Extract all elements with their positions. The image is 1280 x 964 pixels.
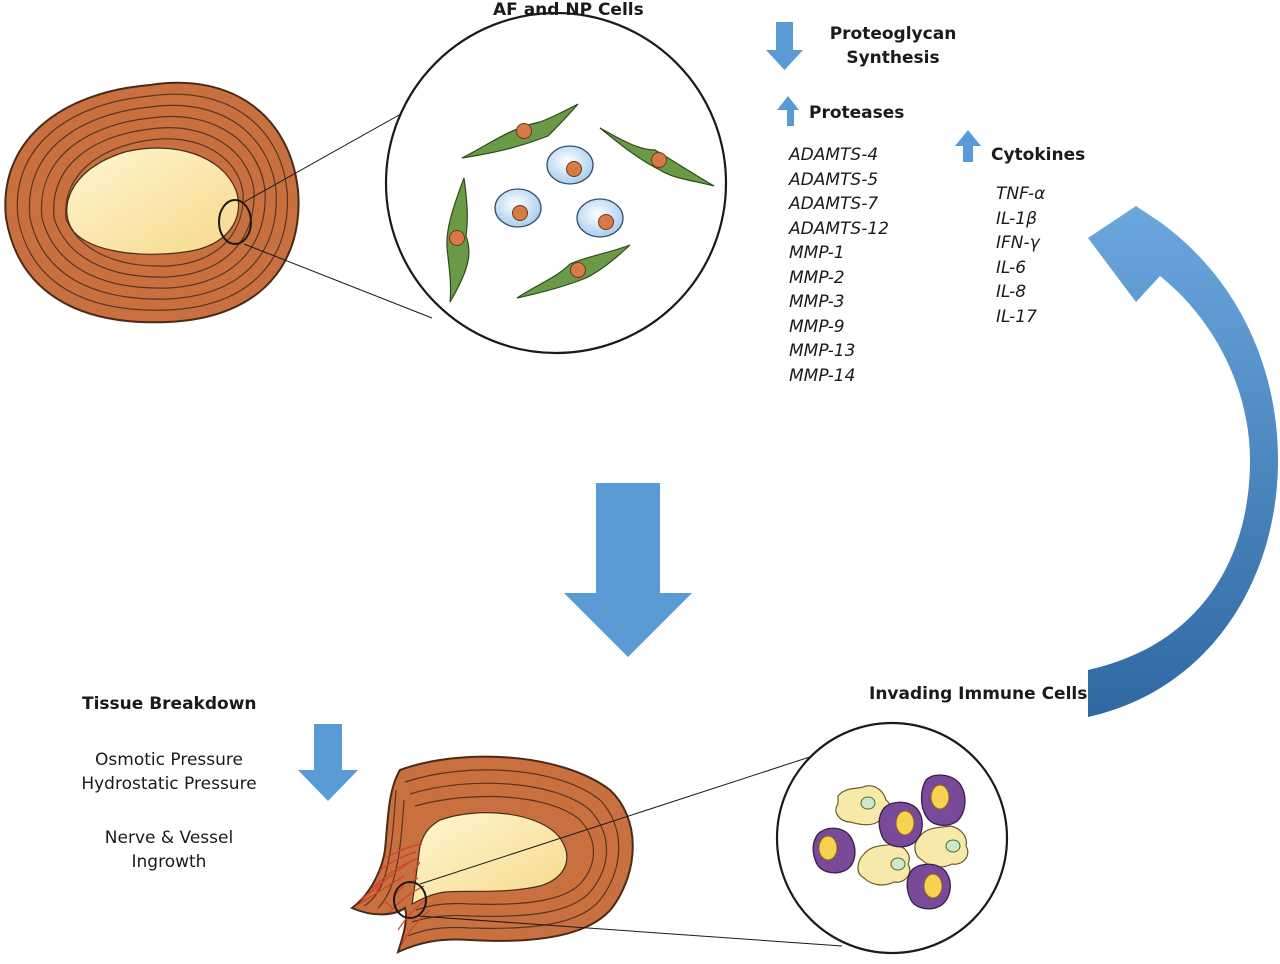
cytokines-list: TNF-α IL-1β IFN-γ IL-6 IL-8 IL-17 <box>996 182 1045 329</box>
degenerated-nucleus <box>411 812 568 906</box>
np-cell <box>576 198 624 238</box>
down-arrow-icon <box>298 724 358 801</box>
zoom-line-top <box>419 752 823 885</box>
feedback-curved-arrow-icon <box>1088 206 1278 717</box>
protease-item: MMP-2 <box>789 267 845 288</box>
af-cell <box>446 177 470 303</box>
protease-item: ADAMTS-12 <box>789 218 889 239</box>
protease-item: MMP-1 <box>789 243 845 263</box>
immune-cell-lymphocyte <box>878 801 923 848</box>
up-arrow-icon <box>955 130 981 162</box>
nerve-vessel-ingrowth-label: Nerve & Vessel Ingrowth <box>80 826 258 874</box>
af-cell <box>599 127 715 187</box>
osmotic-pressure-label: Osmotic Pressure <box>95 750 243 770</box>
af-np-cells-label: AF and NP Cells <box>493 0 644 20</box>
up-arrow-icon <box>777 96 799 126</box>
proteases-label: Proteases <box>809 103 905 123</box>
protease-item: ADAMTS-7 <box>789 194 879 214</box>
immune-cell-lymphocyte <box>920 774 966 827</box>
protease-item: ADAMTS-4 <box>789 145 879 165</box>
cytokine-item: IL-1β <box>996 208 1037 229</box>
immune-cell-macrophage <box>914 825 969 868</box>
np-cell <box>494 188 542 228</box>
zoom-line-top <box>243 109 409 203</box>
down-arrow-icon <box>766 22 803 70</box>
nucleus-pulposus <box>66 147 240 255</box>
cytokine-item: IL-8 <box>996 282 1027 302</box>
af-cell <box>461 103 579 159</box>
protease-item: ADAMTS-5 <box>789 169 879 190</box>
big-down-arrow-icon <box>564 483 692 657</box>
protease-item: MMP-13 <box>789 341 856 361</box>
hydrostatic-pressure-label: Hydrostatic Pressure <box>81 774 257 794</box>
pressure-label: Osmotic Pressure Hydrostatic Pressure <box>60 748 278 796</box>
immune-cells-circle <box>775 721 1009 955</box>
af-cell <box>516 244 631 299</box>
cytokine-item: TNF-α <box>996 184 1046 204</box>
immune-cell-lymphocyte <box>812 827 856 874</box>
vessel-ingrowth <box>355 843 431 945</box>
healthy-disc <box>4 81 300 324</box>
proteases-list: ADAMTS-4 ADAMTS-5 ADAMTS-7 ADAMTS-12 MMP… <box>789 143 889 388</box>
protease-item: MMP-14 <box>789 365 856 386</box>
cytokine-item: IFN-γ <box>996 233 1040 253</box>
np-cell <box>546 145 594 185</box>
nerve-vessel-line1: Nerve & Vessel <box>104 828 234 848</box>
cytokines-label: Cytokines <box>991 145 1086 165</box>
zoom-line-bottom <box>243 243 433 319</box>
proteoglycan-label-line2: Synthesis <box>846 48 940 68</box>
proteoglycan-label-line1: Proteoglycan <box>829 24 957 44</box>
cytokine-item: IL-6 <box>996 257 1027 278</box>
protease-item: MMP-9 <box>789 316 845 337</box>
proteoglycan-synthesis-label: Proteoglycan Synthesis <box>820 22 966 70</box>
zoom-circle <box>393 881 427 919</box>
immune-cell-lymphocyte <box>906 863 951 910</box>
cytokine-item: IL-17 <box>996 306 1037 327</box>
zoom-circle <box>218 199 252 245</box>
invading-immune-cells-label: Invading Immune Cells <box>869 684 1088 704</box>
degenerated-disc <box>349 755 634 954</box>
nerve-vessel-line2: Ingrowth <box>131 852 207 872</box>
zoom-line-bottom <box>417 915 843 947</box>
protease-item: MMP-3 <box>789 292 845 312</box>
tissue-breakdown-label: Tissue Breakdown <box>82 694 257 714</box>
af-np-cells-circle <box>384 11 728 355</box>
